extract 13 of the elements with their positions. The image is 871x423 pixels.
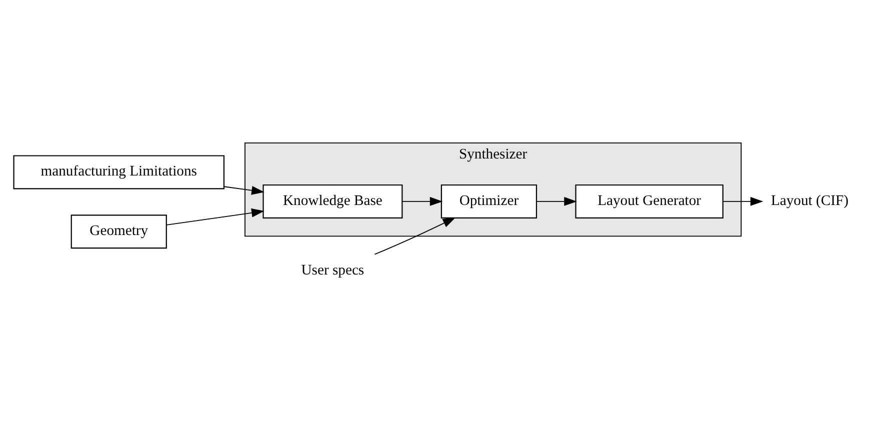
arrow (224, 186, 264, 195)
arrow (722, 196, 764, 206)
node-text: User specs (301, 262, 364, 278)
arrow (166, 208, 264, 226)
arrow (402, 196, 443, 206)
node-text: Layout (CIF) (770, 192, 848, 209)
node-box: Layout Generator (575, 184, 724, 218)
node-box: Geometry (70, 214, 167, 249)
arrow (374, 217, 456, 255)
node-box: manufacturing Limitations (13, 155, 224, 190)
node-box: Knowledge Base (262, 184, 403, 218)
node-box: Optimizer (440, 184, 538, 218)
arrow (536, 196, 577, 206)
